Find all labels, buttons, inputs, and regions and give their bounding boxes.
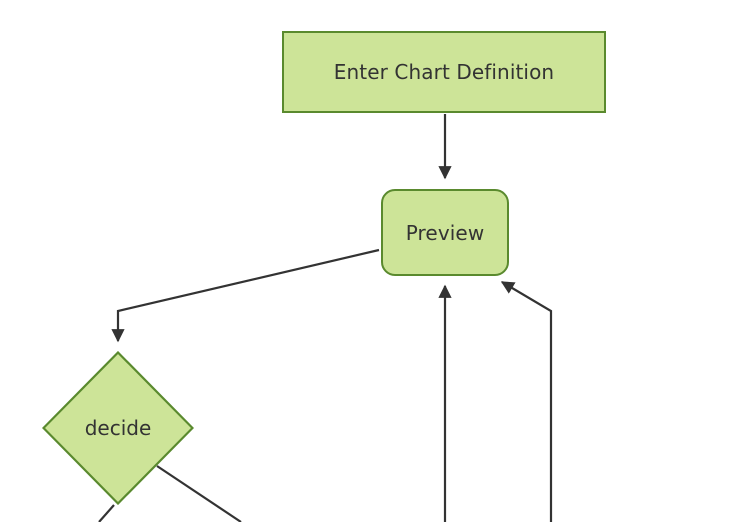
edge-preview-to-decide xyxy=(111,248,380,343)
node-enter-chart-definition[interactable]: Enter Chart Definition xyxy=(282,31,606,113)
edge-decide-to-offscreen-left xyxy=(98,504,115,522)
edge-bottom-right-to-preview xyxy=(500,281,553,522)
edge-decide-to-offscreen-right xyxy=(156,465,242,522)
node-preview[interactable]: Preview xyxy=(381,189,509,276)
node-label-enter-chart-definition: Enter Chart Definition xyxy=(333,60,555,84)
node-label-preview: Preview xyxy=(405,220,485,245)
